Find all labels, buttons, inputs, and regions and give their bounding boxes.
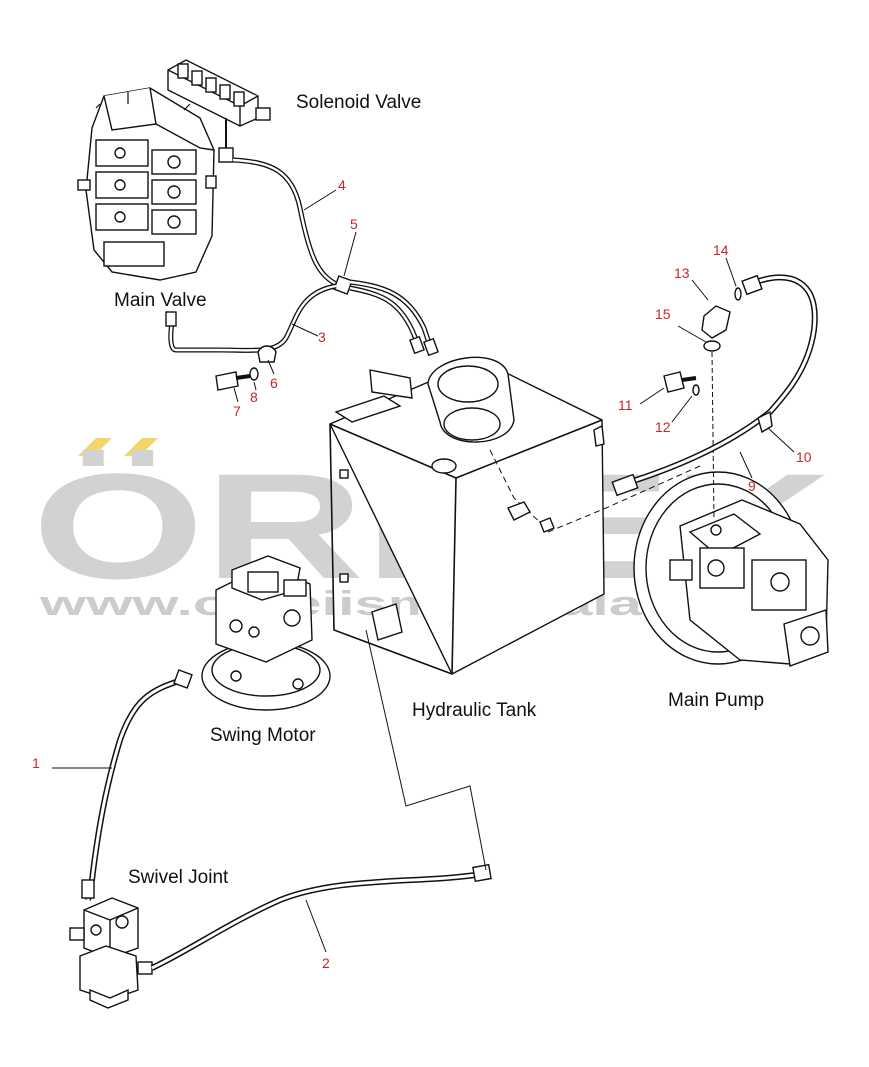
hose-4: [232, 157, 342, 289]
callout-15: 15: [655, 306, 671, 322]
leader-10: [767, 427, 795, 453]
leader-13: [691, 279, 709, 301]
hose-9: [611, 274, 818, 497]
callout-12: 12: [655, 419, 671, 435]
hose-1: [81, 669, 193, 901]
leader-8: [253, 381, 257, 391]
callout-10: 10: [796, 449, 812, 465]
leader-4: [303, 189, 337, 211]
callout-1: 1: [32, 755, 40, 771]
hydraulic-tank-drawing: [329, 356, 701, 675]
hydraulic-tank-label: Hydraulic Tank: [412, 700, 537, 721]
leader-2: [305, 899, 327, 953]
main-pump-drawing: [633, 471, 829, 667]
callout-8: 8: [250, 389, 258, 405]
swivel-joint-drawing: [69, 897, 153, 1009]
pump-fittings: [663, 287, 742, 521]
callout-11: 11: [618, 397, 633, 413]
leader-14: [725, 257, 737, 287]
solenoid-valve-drawing: [167, 59, 271, 163]
swing-motor-label: Swing Motor: [210, 725, 316, 746]
leader-3: [291, 323, 319, 337]
main-pump-label: Main Pump: [668, 690, 764, 711]
callout-2: 2: [322, 955, 330, 971]
callout-14: 14: [713, 242, 729, 258]
callout-7: 7: [233, 403, 241, 419]
callout-numbers: 1 2 3 4 5 6 7 8 9 10 11 12 13 14 15: [32, 177, 812, 971]
leader-9: [739, 451, 753, 479]
watermark-accent-mark: [78, 438, 158, 456]
callout-5: 5: [350, 216, 358, 232]
leader-7: [233, 387, 239, 403]
component-labels: Solenoid Valve Main Valve Hydraulic Tank…: [114, 92, 764, 888]
leader-5: [343, 231, 357, 277]
swivel-joint-label: Swivel Joint: [128, 867, 229, 888]
main-valve-drawing: [77, 87, 217, 281]
callout-4: 4: [338, 177, 346, 193]
joint-5-hoses: [333, 275, 439, 357]
leader-lines: [52, 189, 795, 953]
callout-13: 13: [674, 265, 690, 281]
leader-11: [639, 387, 665, 405]
leader-12: [671, 395, 693, 423]
clamp-bolt-washer: [215, 345, 277, 391]
callout-9: 9: [748, 478, 756, 494]
swing-motor-drawing: [201, 555, 331, 711]
callout-3: 3: [318, 329, 326, 345]
leader-15: [677, 325, 707, 343]
hose-2: [150, 629, 492, 971]
callout-6: 6: [270, 375, 278, 391]
solenoid-valve-label: Solenoid Valve: [296, 92, 421, 113]
leader-6: [267, 359, 275, 375]
main-valve-label: Main Valve: [114, 290, 207, 311]
